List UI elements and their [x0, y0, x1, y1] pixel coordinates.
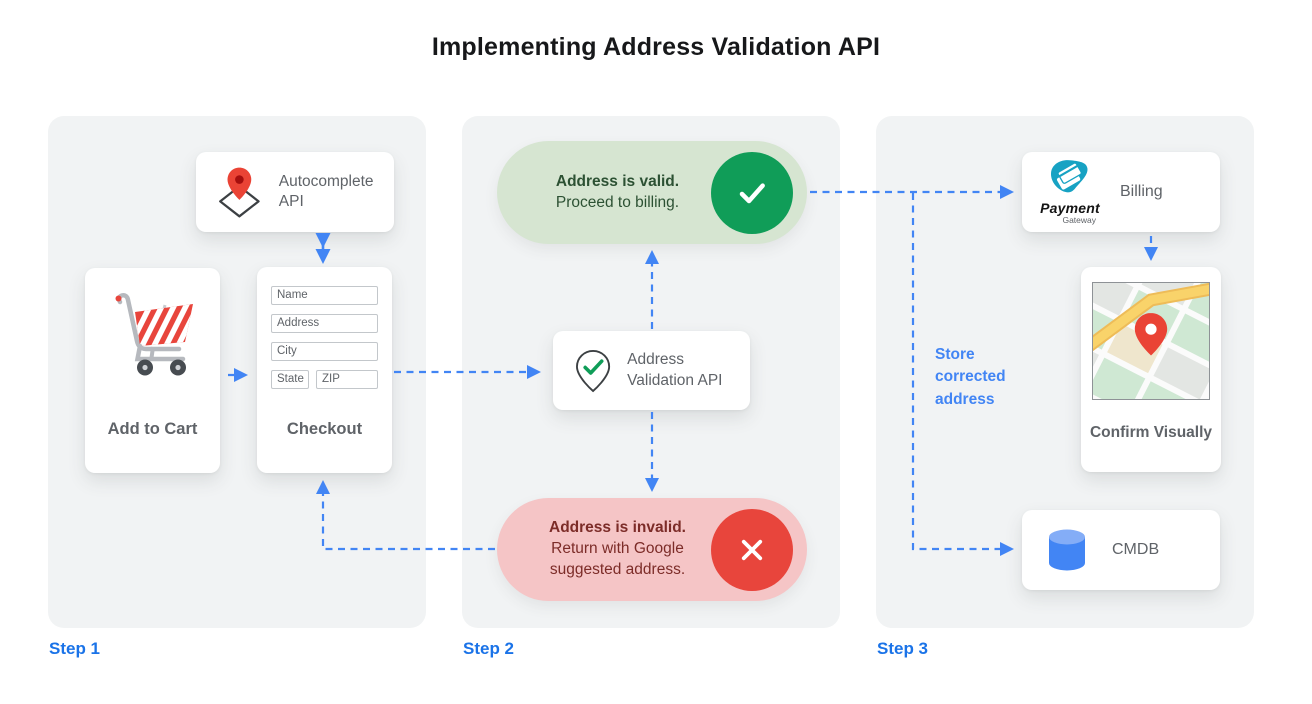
step3-label: Step 3 [877, 639, 929, 658]
step2-label: Step 2 [463, 639, 515, 658]
autocomplete-api-label: Autocomplete API [278, 172, 374, 210]
map-preview-image [1035, 226, 1251, 439]
cmdb-card: CMDB [1022, 510, 1220, 590]
address-field: Address [271, 314, 378, 333]
valid-pill-subtitle: Proceed to billing. [555, 193, 680, 211]
add-to-cart-card: Add to Cart [85, 268, 220, 473]
add-to-cart-label: Add to Cart [107, 420, 198, 438]
state-field: State [271, 370, 309, 389]
name-field: Name [271, 286, 378, 305]
map-pin-check-icon [576, 349, 611, 392]
x-circle-icon [711, 508, 793, 591]
map-pin-diamond-icon [219, 167, 260, 218]
cmdb-label: CMDB [1112, 540, 1160, 558]
address-invalid-pill: Address is invalid. Return with Google s… [497, 498, 807, 601]
zip-field: ZIP [316, 370, 378, 389]
step1-panel: Autocomplete API [48, 116, 426, 628]
checkout-label: Checkout [286, 420, 363, 438]
step1-label: Step 1 [49, 639, 101, 658]
city-field: City [271, 342, 378, 361]
invalid-pill-subtitle: Return with Google suggested address. [549, 540, 686, 578]
database-cylinder-icon [1049, 529, 1085, 571]
diagram-title: Implementing Address Validation API [431, 33, 881, 61]
payment-gateway-logo: Payment Gateway [1038, 159, 1102, 225]
invalid-pill-title: Address is invalid. [549, 519, 686, 537]
payment-logo-subtitle: Gateway [1062, 215, 1096, 225]
step3-panel: Payment Gateway Billing [876, 116, 1254, 628]
store-corrected-address-annotation: Store corrected address [935, 346, 1006, 408]
address-valid-pill: Address is valid. Proceed to billing. [497, 141, 807, 244]
address-validation-api-label: Address Validation API [627, 351, 723, 389]
step2-panel: Address is valid. Proceed to billing. Ad… [462, 116, 840, 628]
valid-pill-title: Address is valid. [555, 172, 680, 190]
checkout-card: Name Address City State ZIP Checkout [257, 267, 392, 473]
billing-card: Payment Gateway Billing [1022, 152, 1220, 232]
billing-label: Billing [1120, 182, 1163, 200]
confirm-visually-card: Confirm Visually [1035, 226, 1251, 472]
autocomplete-api-card: Autocomplete API [196, 152, 394, 232]
check-circle-icon [711, 151, 793, 234]
payment-logo-title: Payment [1040, 200, 1100, 216]
address-validation-api-card: Address Validation API [553, 331, 750, 410]
confirm-visually-label: Confirm Visually [1089, 424, 1213, 441]
shopping-cart-icon [115, 293, 193, 376]
